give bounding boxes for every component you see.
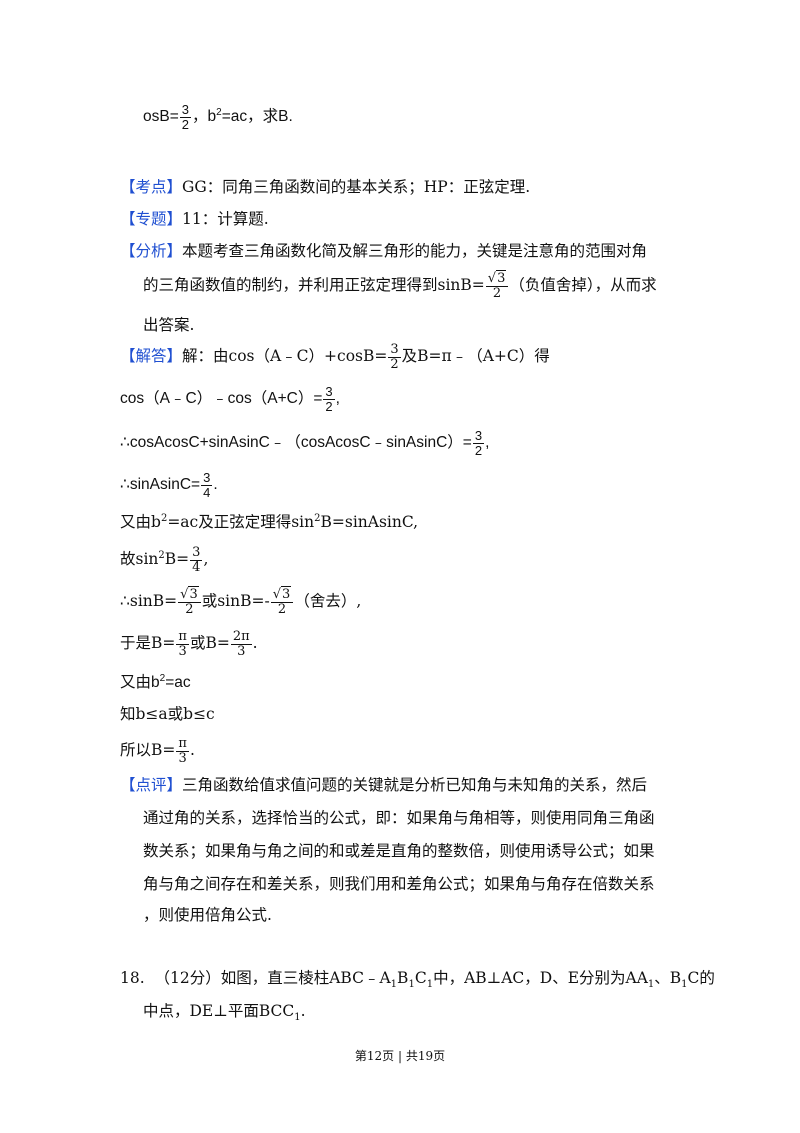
dianping-tag: 【点评】 [120, 776, 183, 794]
jieda-line-5: 又由b2=ac及正弦定理得sin2B=sinAsinC, [120, 513, 419, 532]
jieda-tag: 【解答】 [120, 347, 183, 366]
question-number: 18. [120, 969, 145, 987]
question-18-line-2: 中点，DE⊥平面BCC1. [143, 1002, 306, 1024]
fenxi-line-1: 【分析】本题考查三角函数化简及解三角形的能力，关键是注意角的范围对角 [120, 242, 648, 260]
jieda-line-3: ∴cosAcosC+sinAsinC﹣（cosAcosC﹣sinAsinC）=3… [120, 428, 490, 458]
kaodian-tag: 【考点】 [120, 178, 183, 196]
zhuanti-tag: 【专题】 [120, 210, 183, 228]
fenxi-tag: 【分析】 [120, 242, 183, 260]
kaodian-text: GG：同角三角函数间的基本关系；HP：正弦定理. [182, 178, 531, 196]
dianping-line-4: 角与角之间存在和差关系，则我们用和差角公式；如果角与角存在倍数关系 [143, 875, 655, 893]
fenxi-line-3: 出答案. [143, 316, 195, 334]
zhuanti-line: 【专题】11：计算题. [120, 210, 269, 229]
jieda-line-9: 又由b2=ac [120, 673, 191, 692]
zhuanti-text: 11：计算题. [182, 210, 269, 228]
page-footer: 第12页 | 共19页 [354, 1049, 446, 1063]
dianping-line-1: 【点评】三角函数给值求值问题的关键就是分析已知角与未知角的关系，然后 [120, 776, 648, 794]
dianping-line-3: 数关系；如果角与角之间的和或差是直角的整数倍，则使用诱导公式；如果 [143, 842, 655, 860]
jieda-line-10: 知b≤a或b≤c [120, 705, 215, 723]
kaodian-line: 【考点】GG：同角三角函数间的基本关系；HP：正弦定理. [120, 178, 530, 197]
dianping-line-2: 通过角的关系，选择恰当的公式，即：如果角与角相等，则使用同角三角函 [143, 809, 655, 827]
question-18-line-1: 18. （12分）如图，直三棱柱ABC﹣A1B1C1中，AB⊥AC，D、E分别为… [120, 969, 715, 991]
dianping-line-5: ，则使用倍角公式. [143, 906, 272, 924]
